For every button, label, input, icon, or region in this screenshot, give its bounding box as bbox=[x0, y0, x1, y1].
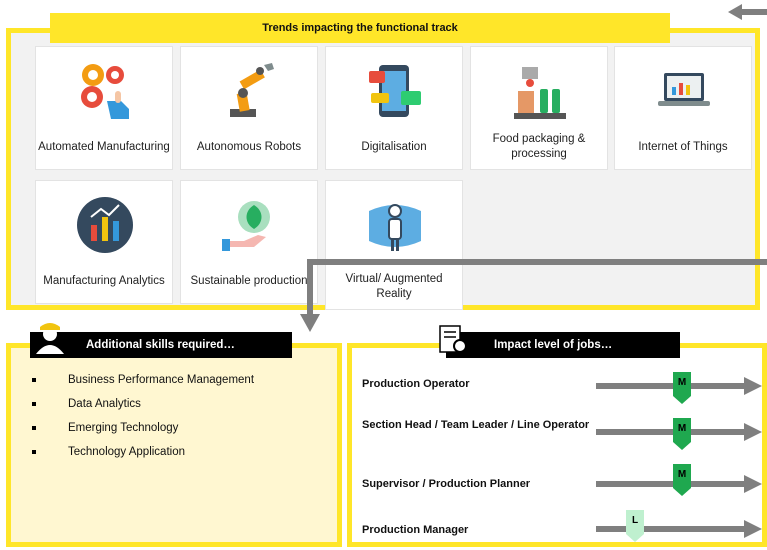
trend-label: Virtual/ Augmented Reality bbox=[345, 273, 443, 300]
skills-list: Business Performance Management Data Ana… bbox=[28, 368, 254, 464]
trend-label: Sustainable production bbox=[190, 274, 308, 287]
trend-tile-digitalisation: Digitalisation bbox=[325, 46, 463, 170]
impact-arrow-head bbox=[744, 423, 762, 441]
impact-arrow-head bbox=[744, 475, 762, 493]
job-title: Supervisor / Production Planner bbox=[362, 478, 531, 490]
impact-arrow-head bbox=[744, 520, 762, 538]
impact-level-marker: M bbox=[673, 372, 691, 404]
job-title: Production Operator bbox=[362, 378, 470, 390]
list-item: Data Analytics bbox=[28, 392, 254, 416]
impact-level-label: M bbox=[677, 377, 687, 388]
trend-label: Food packaging & processing bbox=[492, 133, 586, 160]
trend-tile-sustainable-production: Sustainable production bbox=[180, 180, 318, 304]
impact-header-label: Impact level of jobs… bbox=[494, 339, 613, 351]
trend-tile-autonomous-robots: Autonomous Robots bbox=[180, 46, 318, 170]
trend-label: Autonomous Robots bbox=[196, 140, 302, 153]
skills-header-label: Additional skills required… bbox=[86, 339, 235, 351]
hand-leaf-icon bbox=[222, 201, 270, 251]
impact-arrow bbox=[596, 481, 746, 487]
impact-level-label: M bbox=[677, 423, 687, 434]
trend-tile-internet-of-things: Internet of Things bbox=[614, 46, 752, 170]
connector-arrow bbox=[300, 259, 767, 332]
impact-level-marker: M bbox=[673, 464, 691, 496]
trend-label: Internet of Things bbox=[638, 140, 728, 153]
trend-label: Automated Manufacturing bbox=[38, 140, 170, 153]
document-search-icon bbox=[439, 325, 469, 355]
impact-arrow-head bbox=[744, 377, 762, 395]
impact-panel bbox=[347, 343, 767, 547]
trend-tile-virtual-augmented-reality: Virtual/ Augmented Reality bbox=[325, 180, 463, 310]
gears-hand-icon bbox=[81, 64, 129, 119]
smartphone-media-icon bbox=[369, 65, 421, 117]
trend-tile-manufacturing-analytics: Manufacturing Analytics bbox=[35, 180, 173, 304]
list-item: Emerging Technology bbox=[28, 416, 254, 440]
list-item: Business Performance Management bbox=[28, 368, 254, 392]
impact-header: Impact level of jobs… bbox=[446, 332, 680, 358]
laptop-chart-icon bbox=[658, 73, 710, 106]
impact-arrow bbox=[596, 526, 746, 532]
trend-label: Manufacturing Analytics bbox=[43, 274, 165, 287]
impact-level-label: M bbox=[677, 469, 687, 480]
job-title: Production Manager bbox=[362, 524, 469, 536]
impact-level-label: L bbox=[631, 515, 639, 526]
list-item: Technology Application bbox=[28, 440, 254, 464]
impact-level-marker: L bbox=[626, 510, 644, 542]
analytics-chart-icon bbox=[77, 197, 133, 253]
job-title: Section Head / Team Leader / Line Operat… bbox=[362, 419, 590, 431]
skills-header: Additional skills required… bbox=[30, 332, 292, 358]
vr-person-icon bbox=[369, 204, 421, 251]
worker-icon bbox=[36, 323, 64, 354]
trend-label: Digitalisation bbox=[361, 140, 427, 153]
food-packaging-icon bbox=[514, 67, 566, 119]
trend-tile-food-packaging: Food packaging & processing bbox=[470, 46, 608, 170]
impact-level-marker: M bbox=[673, 418, 691, 450]
robot-arm-icon bbox=[230, 63, 274, 117]
incoming-arrow bbox=[728, 4, 767, 20]
impact-arrow bbox=[596, 383, 746, 389]
trend-tile-automated-manufacturing: Automated Manufacturing bbox=[35, 46, 173, 170]
impact-arrow bbox=[596, 429, 746, 435]
skills-panel bbox=[6, 343, 342, 547]
trends-header: Trends impacting the functional track bbox=[50, 13, 670, 43]
